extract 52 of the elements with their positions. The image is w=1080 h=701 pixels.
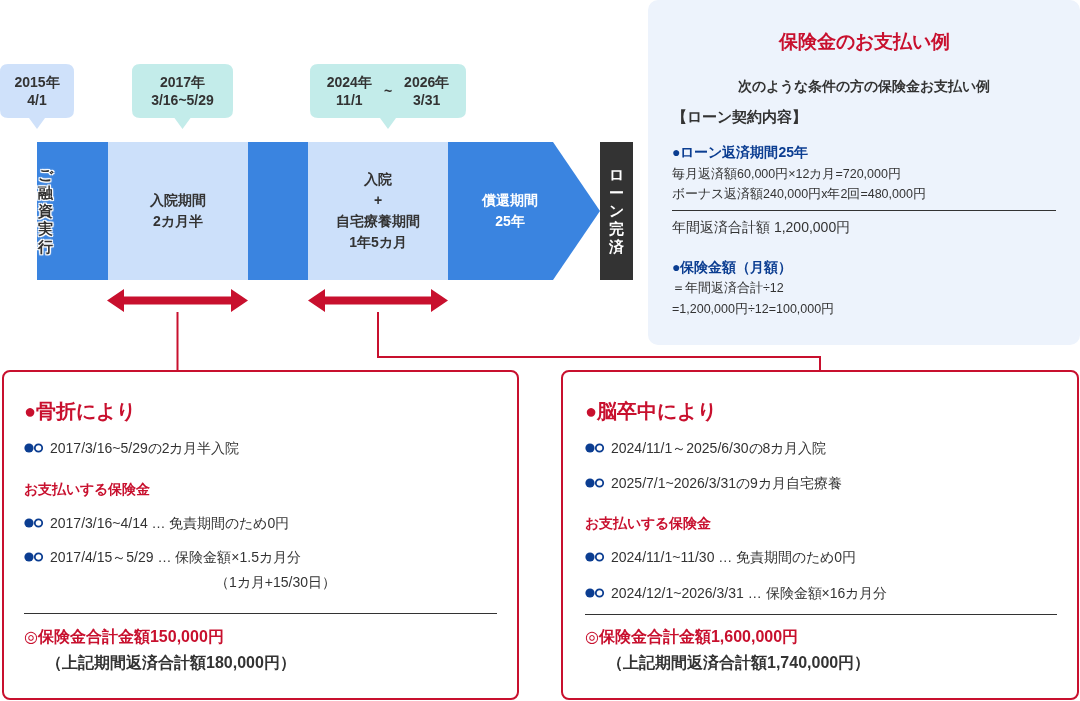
- panel-title: 保険金のお支払い例: [778, 30, 950, 54]
- case-card: [2, 370, 519, 700]
- case-heading: ●脳卒中により: [585, 399, 718, 424]
- date-text: 2024年 11/1: [326, 73, 372, 109]
- connector-line: [377, 311, 821, 371]
- timeline-segment: [308, 142, 448, 280]
- double-arrow: [107, 289, 248, 312]
- timeline-segment: [108, 142, 248, 280]
- total-text: 年間返済合計額 1,200,000円: [672, 218, 851, 237]
- detail-text: ボーナス返済額240,000円x年2回=480,000円: [672, 186, 926, 203]
- item-text: 2024/11/1~11/30 … 免責期間のため0円: [611, 548, 856, 567]
- total-note: （上記期間返済合計額180,000円）: [46, 653, 296, 673]
- timeline-segment: [37, 142, 108, 280]
- date-text: 2015年 4/1: [14, 73, 60, 109]
- connector-line: [176, 311, 179, 371]
- panel-subtitle: 次のような条件の方の保険金お支払い例: [738, 77, 990, 96]
- timeline-segment: [248, 142, 308, 280]
- segment-label: 入院 + 自宅療養期間 1年5カ月: [336, 170, 420, 252]
- arrow-segment: [448, 142, 600, 280]
- section-heading: 【ローン契約内容】: [672, 107, 807, 127]
- bullet-heading: ●ローン返済期間25年: [672, 143, 809, 162]
- item-text: 2024/11/1～2025/6/30の8カ月入院: [611, 439, 827, 458]
- detail-text: 毎月返済額60,000円×12カ月=720,000円: [672, 166, 901, 183]
- example-panel: [648, 0, 1080, 345]
- detail-text: ＝年間返済合計÷12: [672, 280, 784, 297]
- total-amount: ◎保険金合計金額150,000円: [24, 627, 224, 647]
- detail-text: =1,200,000円÷12=100,000円: [672, 301, 835, 318]
- case-heading: ●骨折により: [24, 399, 137, 424]
- payout-heading: お支払いする保険金: [24, 480, 150, 499]
- case-card: [561, 370, 1079, 700]
- date-text: 2017年 3/16~5/29: [151, 73, 214, 109]
- item-text: 2017/3/16~5/29の2カ月半入院: [50, 439, 240, 458]
- date-callout: [310, 64, 466, 129]
- segment-label: 償還期間 25年: [482, 191, 538, 231]
- item-text: （1カ月+15/30日）: [215, 573, 336, 592]
- date-callout: [132, 64, 233, 129]
- item-text: 2024/12/1~2026/3/31 … 保険金額×16カ月分: [611, 584, 888, 603]
- end-block: [600, 142, 633, 280]
- bullet-heading: ●保険金額（月額）: [672, 258, 793, 277]
- total-note: （上記期間返済合計額1,740,000円）: [607, 653, 871, 673]
- segment-label: 入院期間 2カ月半: [150, 191, 206, 231]
- segment-label: ご融資実行: [38, 166, 53, 256]
- date-callout: [0, 64, 74, 129]
- item-text: 2017/4/15～5/29 … 保険金額×1.5カ月分: [50, 548, 301, 567]
- segment-label: ローン完済: [609, 166, 624, 256]
- item-text: 2025/7/1~2026/3/31の9カ月自宅療養: [611, 474, 842, 493]
- total-amount: ◎保険金合計金額1,600,000円: [585, 627, 799, 647]
- date-text: 2026年 3/31: [404, 73, 450, 109]
- item-text: 2017/3/16~4/14 … 免責期間のため0円: [50, 514, 290, 533]
- payout-heading: お支払いする保険金: [585, 514, 711, 533]
- double-arrow: [308, 289, 448, 312]
- range-separator: ~: [383, 82, 393, 100]
